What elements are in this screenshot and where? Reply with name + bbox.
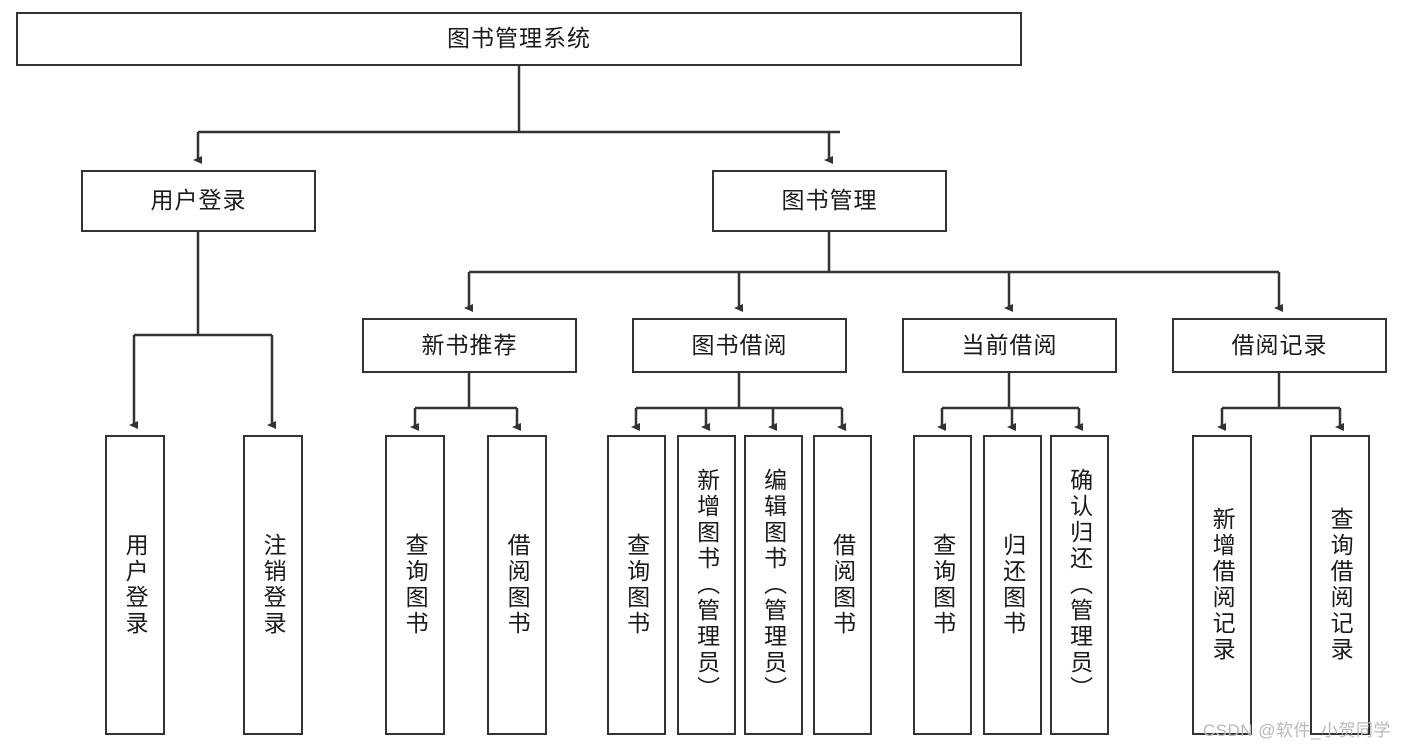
node-leaf-add-book[interactable]: 新增图书（管理员） (677, 435, 736, 735)
node-leaf-user-login[interactable]: 用户登录 (105, 435, 165, 735)
node-new-book-recommend-label: 新书推荐 (421, 331, 518, 358)
node-leaf-query-book-rec[interactable]: 查询图书 (385, 435, 445, 735)
node-leaf-query-book-borrow[interactable]: 查询图书 (607, 435, 666, 735)
node-leaf-user-login-label: 用户登录 (122, 533, 149, 637)
node-leaf-query-record[interactable]: 查询借阅记录 (1310, 435, 1370, 735)
node-borrow-record-label: 借阅记录 (1231, 331, 1328, 358)
node-leaf-logout-label: 注销登录 (260, 533, 287, 637)
node-leaf-edit-book[interactable]: 编辑图书（管理员） (744, 435, 803, 735)
node-leaf-borrow-book[interactable]: 借阅图书 (813, 435, 872, 735)
node-leaf-add-record-label: 新增借阅记录 (1209, 507, 1236, 663)
node-root[interactable]: 图书管理系统 (16, 12, 1022, 66)
csdn-watermark: CSDN @软件_小贺同学 (1202, 721, 1391, 740)
node-leaf-borrow-book-rec[interactable]: 借阅图书 (487, 435, 547, 735)
node-current-borrow[interactable]: 当前借阅 (902, 318, 1117, 373)
node-leaf-return-book[interactable]: 归还图书 (983, 435, 1042, 735)
node-root-label: 图书管理系统 (447, 25, 591, 52)
node-leaf-borrow-book-label: 借阅图书 (829, 533, 856, 637)
node-borrow-record[interactable]: 借阅记录 (1172, 318, 1387, 373)
node-leaf-edit-book-label: 编辑图书（管理员） (760, 468, 787, 702)
node-leaf-confirm-return-label: 确认归还（管理员） (1066, 468, 1093, 702)
node-leaf-query-book-cur[interactable]: 查询图书 (913, 435, 972, 735)
node-user-login-label: 用户登录 (150, 187, 247, 214)
node-leaf-logout[interactable]: 注销登录 (243, 435, 303, 735)
node-leaf-return-book-label: 归还图书 (999, 533, 1026, 637)
node-leaf-query-book-cur-label: 查询图书 (929, 533, 956, 637)
node-leaf-query-record-label: 查询借阅记录 (1327, 507, 1354, 663)
node-new-book-recommend[interactable]: 新书推荐 (362, 318, 577, 373)
node-user-login[interactable]: 用户登录 (81, 170, 316, 232)
node-leaf-query-book-rec-label: 查询图书 (402, 533, 429, 637)
node-leaf-query-book-borrow-label: 查询图书 (623, 533, 650, 637)
node-leaf-add-record[interactable]: 新增借阅记录 (1192, 435, 1252, 735)
node-leaf-add-book-label: 新增图书（管理员） (693, 468, 720, 702)
node-current-borrow-label: 当前借阅 (961, 331, 1058, 358)
node-book-borrow-label: 图书借阅 (691, 331, 788, 358)
node-book-manage-label: 图书管理 (781, 187, 878, 214)
node-leaf-borrow-book-rec-label: 借阅图书 (504, 533, 531, 637)
node-leaf-confirm-return[interactable]: 确认归还（管理员） (1050, 435, 1109, 735)
node-book-borrow[interactable]: 图书借阅 (632, 318, 847, 373)
node-book-manage[interactable]: 图书管理 (712, 170, 947, 232)
